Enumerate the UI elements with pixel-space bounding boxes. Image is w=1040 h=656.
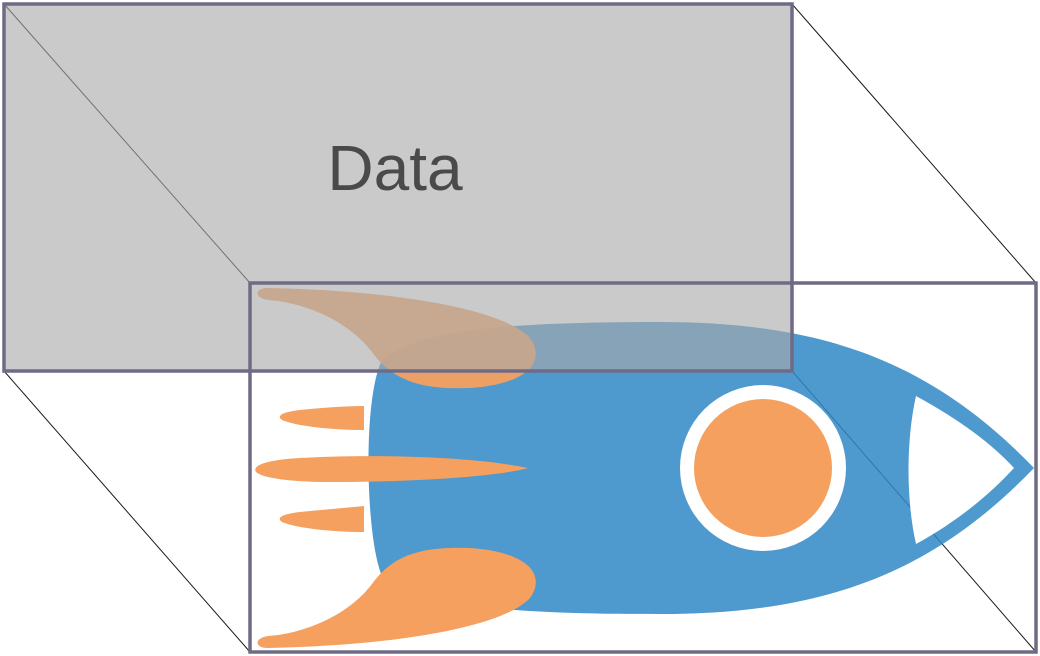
rocket-fin-bottom	[257, 547, 536, 648]
data-panel: Data	[2, 2, 794, 373]
rocket-porthole	[694, 399, 832, 537]
edge-top-right	[791, 3, 1037, 284]
data-label: Data	[327, 132, 463, 204]
data-panel-fill	[2, 2, 794, 373]
rocket-flame-lower	[279, 506, 364, 532]
rocket-nose-window	[908, 396, 1014, 544]
rocket-flame-middle	[255, 456, 528, 482]
rocket-flame-upper	[279, 406, 364, 430]
edge-bottom-left	[3, 370, 251, 653]
front-frame	[248, 281, 1038, 654]
